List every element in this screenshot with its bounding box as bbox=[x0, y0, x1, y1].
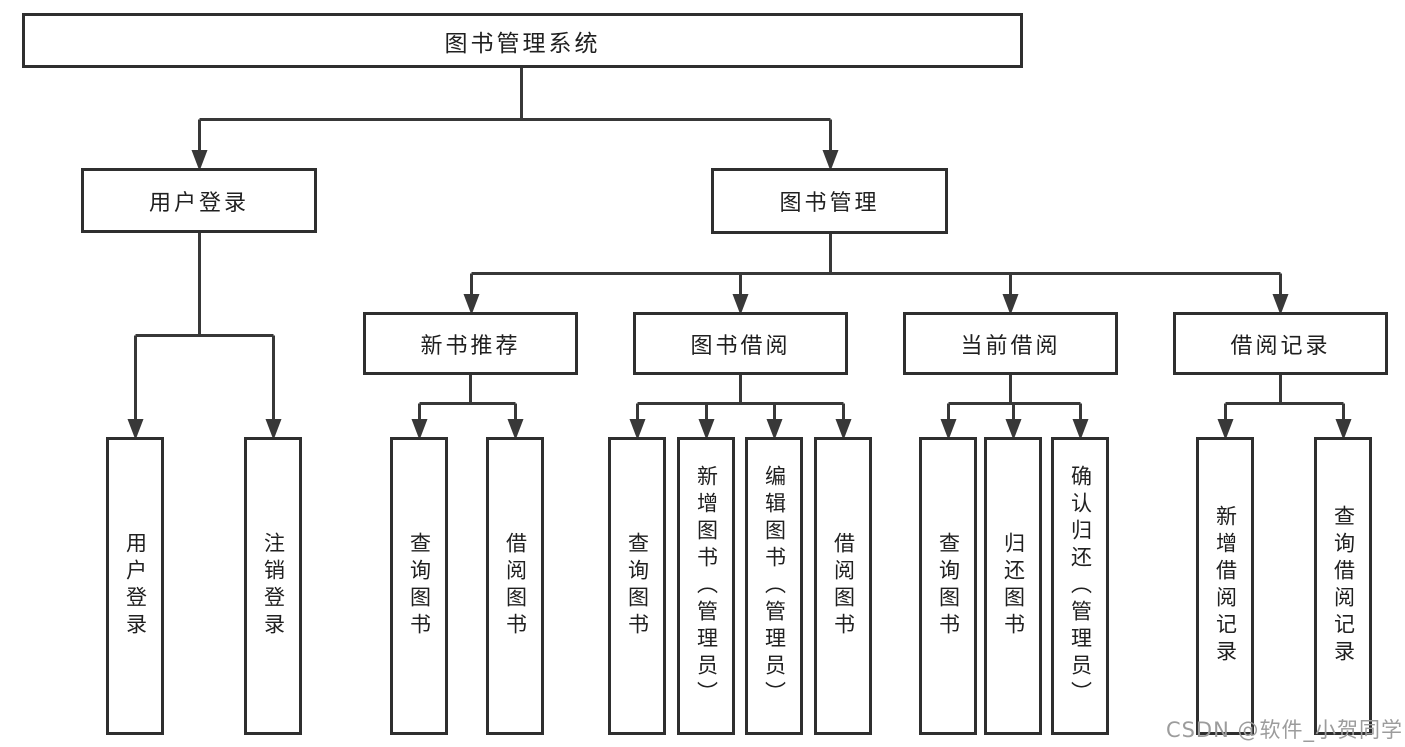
leaf-add-borrow-record: 新增借阅记录 bbox=[1196, 437, 1254, 735]
leaf-return-books: 归还图书 bbox=[984, 437, 1042, 735]
leaf-query-borrow-record: 查询借阅记录 bbox=[1314, 437, 1372, 735]
leaf-label: 确认归还（管理员） bbox=[1068, 464, 1093, 708]
leaf-label: 注销登录 bbox=[261, 532, 286, 640]
node-label: 借阅记录 bbox=[1230, 333, 1331, 359]
leaf-borrow-books-1: 借阅图书 bbox=[486, 437, 544, 735]
node-label: 图书管理系统 bbox=[444, 30, 601, 57]
node-book-borrow: 图书借阅 bbox=[633, 312, 848, 375]
leaf-label: 查询图书 bbox=[625, 532, 650, 640]
leaf-borrow-books-2: 借阅图书 bbox=[814, 437, 872, 735]
leaf-label: 查询图书 bbox=[936, 532, 961, 640]
leaf-add-books-admin: 新增图书（管理员） bbox=[677, 437, 735, 735]
node-root-library-system: 图书管理系统 bbox=[22, 13, 1023, 68]
node-label: 用户登录 bbox=[148, 190, 249, 216]
leaf-confirm-return-admin: 确认归还（管理员） bbox=[1051, 437, 1109, 735]
node-user-login: 用户登录 bbox=[81, 168, 317, 233]
leaf-user-login: 用户登录 bbox=[106, 437, 164, 735]
node-new-book-recommend: 新书推荐 bbox=[363, 312, 578, 375]
connector-book-mgmt-to-level2 bbox=[463, 234, 1289, 315]
node-label: 新书推荐 bbox=[420, 333, 521, 359]
leaf-label: 借阅图书 bbox=[503, 532, 528, 640]
leaf-query-books-2: 查询图书 bbox=[608, 437, 666, 735]
node-label: 当前借阅 bbox=[960, 333, 1061, 359]
leaf-query-books-1: 查询图书 bbox=[390, 437, 448, 735]
leaf-query-books-3: 查询图书 bbox=[919, 437, 977, 735]
node-label: 图书管理 bbox=[779, 191, 880, 216]
leaf-label: 新增图书（管理员） bbox=[694, 464, 719, 708]
connector-book-borrow-children bbox=[629, 375, 852, 440]
node-book-management: 图书管理 bbox=[711, 168, 948, 234]
node-label: 图书借阅 bbox=[690, 333, 791, 359]
watermark-text: CSDN @软件_小贺同学 bbox=[1165, 718, 1403, 742]
leaf-label: 借阅图书 bbox=[831, 532, 856, 640]
leaf-label: 查询图书 bbox=[407, 532, 432, 640]
leaf-label: 编辑图书（管理员） bbox=[762, 464, 787, 708]
node-borrow-record: 借阅记录 bbox=[1173, 312, 1388, 375]
node-current-borrow: 当前借阅 bbox=[903, 312, 1118, 375]
connector-current-borrow-children bbox=[940, 375, 1089, 440]
leaf-edit-books-admin: 编辑图书（管理员） bbox=[745, 437, 803, 735]
leaf-label: 归还图书 bbox=[1001, 532, 1026, 640]
leaf-label: 用户登录 bbox=[123, 532, 148, 640]
leaf-label: 新增借阅记录 bbox=[1213, 505, 1238, 667]
connector-borrow-record-children bbox=[1217, 375, 1352, 440]
leaf-label: 查询借阅记录 bbox=[1331, 505, 1356, 667]
connector-root-to-level1 bbox=[191, 68, 839, 171]
connector-user-login-children bbox=[127, 233, 282, 440]
leaf-logout: 注销登录 bbox=[244, 437, 302, 735]
connector-new-book-recommend-children bbox=[411, 375, 524, 440]
